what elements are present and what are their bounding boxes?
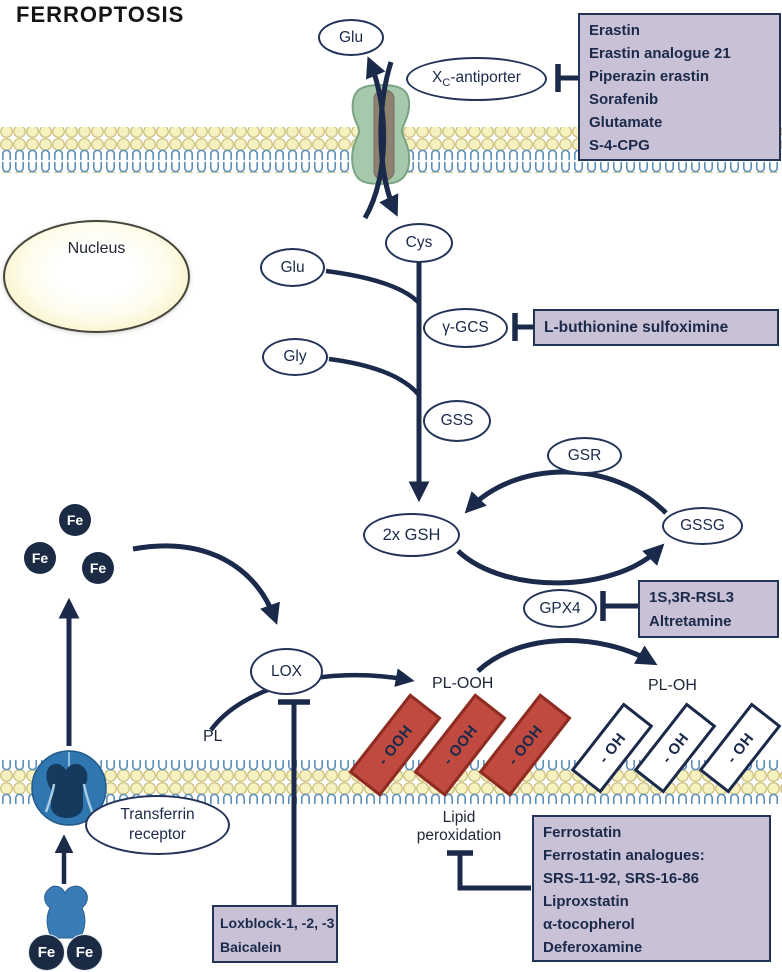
label-lipid-peroxidation: Lipid peroxidation: [416, 809, 502, 844]
glu-export-arrow: [362, 56, 387, 220]
node-gss: GSS: [423, 400, 491, 442]
node-glu: Glu: [260, 248, 325, 287]
node-glu-exported: Glu: [318, 19, 384, 56]
node-gssg: GSSG: [662, 507, 743, 545]
lipid-perox-inhibition-line: [457, 855, 531, 891]
nucleus: Nucleus: [3, 220, 190, 333]
lipid-perox-inhibitors-box: Ferrostatin Ferrostatin analogues: SRS-1…: [532, 815, 771, 962]
transferrin-receptor-icon: [31, 750, 107, 826]
node-gamma-gcs: γ-GCS: [423, 308, 508, 348]
node-gpx4: GPX4: [523, 589, 597, 628]
iron-ion: Fe: [28, 934, 65, 971]
iron-to-lox-arrow: [132, 543, 280, 625]
iron-ion: Fe: [24, 542, 56, 574]
label-pl: PL: [203, 728, 223, 745]
iron-ion: Fe: [59, 504, 91, 536]
iron-ion: Fe: [82, 552, 114, 584]
lox-inhibitors-box: Loxblock-1, -2, -3 Baicalein: [212, 905, 338, 963]
node-transferrin-receptor-label: Transferrin receptor: [85, 795, 230, 855]
gcs-inhibitor-box: L-buthionine sulfoximine: [533, 309, 779, 346]
gpx4-inhibitors-box: 1S,3R-RSL3 Altretamine: [638, 580, 779, 638]
node-lox: LOX: [250, 648, 323, 695]
gly-merge-curve: [328, 356, 421, 397]
gssg-to-gsh-arc: [464, 469, 668, 515]
node-2x-gsh: 2x GSH: [363, 513, 460, 557]
label-pl-oh: PL-OH: [648, 677, 697, 694]
label-pl-ooh: PL-OOH: [432, 675, 494, 692]
page-title: FERROPTOSIS: [16, 2, 185, 27]
node-gly: Gly: [262, 338, 328, 376]
nucleus-label: Nucleus: [67, 240, 126, 257]
node-xc-antiporter: XC-antiporter: [406, 57, 547, 101]
node-gsr: GSR: [547, 437, 622, 474]
plooh-to-ploh-arc: [476, 638, 658, 673]
xc-inhibitors-box: Erastin Erastin analogue 21 Piperazin er…: [578, 13, 781, 161]
transferrin-icon: [44, 885, 88, 939]
iron-ion: Fe: [66, 934, 103, 971]
glu-merge-curve: [325, 268, 421, 305]
gsh-to-gssg-arc: [456, 543, 665, 586]
cys-import-arrow: [378, 61, 399, 217]
node-cys: Cys: [385, 223, 453, 263]
